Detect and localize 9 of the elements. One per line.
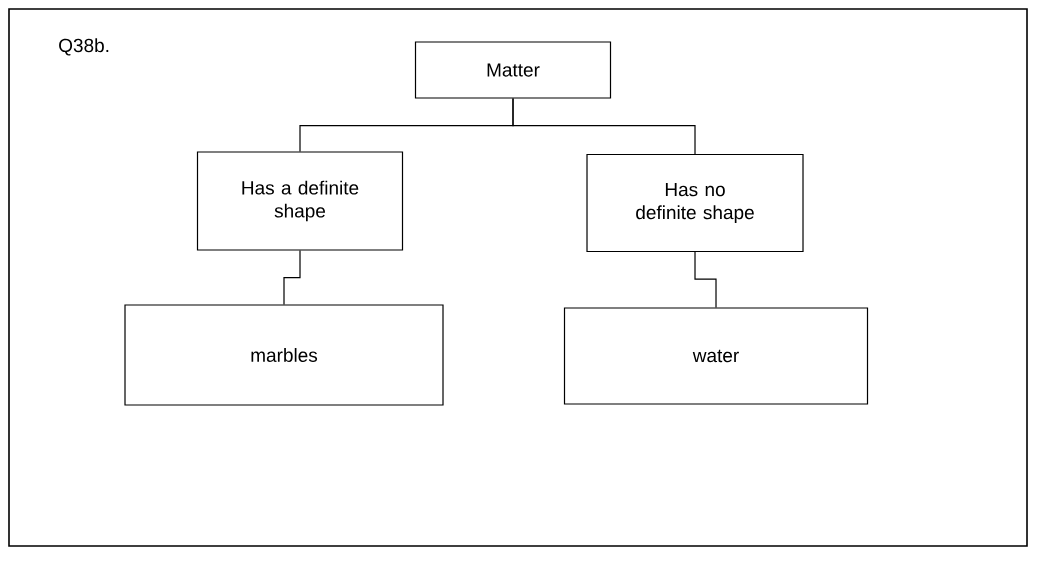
connector-line [283, 250, 301, 305]
example-box: water [563, 307, 869, 405]
question-number: Q38b. [59, 38, 109, 56]
category-box: Has a definite shape [196, 151, 404, 251]
example-box: marbles [124, 304, 444, 406]
category-box: Matter [414, 41, 612, 99]
connector-line [512, 98, 696, 155]
connector-line [694, 251, 717, 308]
category-box: Has no definite shape [586, 153, 804, 253]
